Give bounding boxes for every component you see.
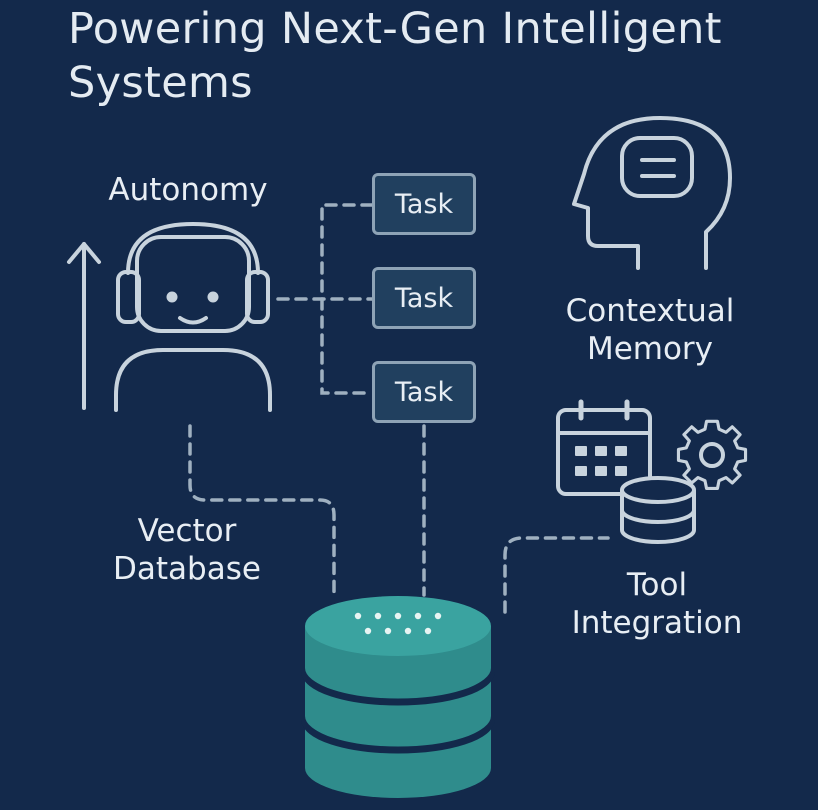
autonomy-label-text: Autonomy xyxy=(108,172,268,208)
task-box-2: Task xyxy=(372,267,476,329)
tool-integration-line2: Integration xyxy=(571,605,743,641)
tool-integration-line1: Tool xyxy=(626,567,688,603)
up-arrow-icon xyxy=(67,242,101,410)
vector-database-line1: Vector xyxy=(137,513,237,549)
contextual-memory-line1: Contextual xyxy=(565,293,735,329)
task-box-3: Task xyxy=(372,361,476,423)
tool-integration-label: Tool Integration xyxy=(550,566,764,642)
page-title: Powering Next-Gen Intelligent Systems xyxy=(68,4,722,108)
task-bracket-connector xyxy=(320,203,374,395)
human-head-with-document-icon xyxy=(572,116,732,270)
gear-icon xyxy=(676,419,748,490)
robot-head-with-headset-icon xyxy=(114,222,272,412)
robot-to-database-connector xyxy=(188,424,336,597)
vector-database-label: Vector Database xyxy=(96,512,278,588)
calendar-icon xyxy=(556,399,652,496)
connector-lines xyxy=(188,203,610,614)
large-database-icon xyxy=(301,596,495,798)
small-database-icon xyxy=(620,476,696,544)
contextual-memory-label: Contextual Memory xyxy=(540,292,760,368)
task-box-1: Task xyxy=(372,173,476,235)
vector-database-line2: Database xyxy=(113,551,261,587)
contextual-memory-line2: Memory xyxy=(586,331,714,367)
autonomy-label: Autonomy xyxy=(88,171,288,209)
tools-to-database-connector xyxy=(503,536,610,614)
